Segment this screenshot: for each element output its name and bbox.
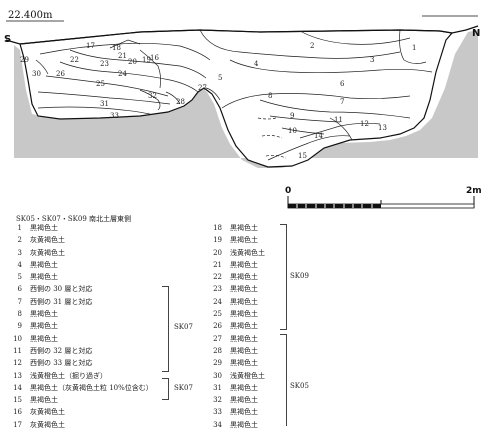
layer-label: 8 (268, 92, 272, 100)
layer-number-labels: 1 2 3 4 5 6 7 8 9 10 11 12 13 14 15 16 1… (20, 42, 416, 160)
layer-label: 13 (378, 124, 387, 132)
layer-label: 11 (334, 116, 343, 124)
layer-label: 26 (56, 70, 65, 78)
layer-label: 28 (176, 98, 185, 106)
layer-label: 6 (340, 80, 345, 88)
layer-label: 19 (142, 56, 151, 64)
layer-label: 18 (112, 44, 121, 52)
legend-title: SK05・SK07・SK09 南北土層東側 (16, 215, 132, 223)
layer-label: 9 (290, 112, 294, 120)
layer-label: 17 (86, 42, 95, 50)
scale-bar: 0 2m (285, 186, 482, 209)
layer-label: 4 (254, 60, 259, 68)
layer-label: 1 (412, 44, 416, 52)
layer-boundaries (35, 29, 433, 161)
layer-label: 7 (340, 98, 344, 106)
layer-label: 29 (20, 56, 29, 64)
layer-label: 14 (314, 132, 323, 140)
layer-label: 33 (110, 112, 119, 120)
north-label: N (472, 28, 480, 39)
layer-label: 5 (218, 74, 222, 82)
layer-label: 12 (360, 120, 369, 128)
sk05-label: SK05 (290, 382, 309, 390)
layer-label: 10 (288, 127, 297, 135)
layer-label: 2 (310, 42, 314, 50)
layer-label: 31 (100, 100, 109, 108)
uncertain-boundaries (257, 117, 287, 159)
layer-label: 15 (298, 152, 307, 160)
sk07-bracket-lower (162, 378, 169, 400)
background-fill (14, 30, 478, 168)
layer-label: 23 (100, 60, 109, 68)
scale-max-label: 2m (466, 186, 482, 196)
sk09-label: SK09 (290, 272, 309, 280)
sk07-bracket-upper (162, 286, 169, 372)
layer-label: 24 (118, 70, 127, 78)
layer-label: 3 (370, 56, 374, 64)
layer-label: 27 (198, 84, 207, 92)
layer-label: 21 (118, 52, 127, 60)
sk09-bracket (280, 224, 287, 330)
elevation-label: 22.400m (8, 10, 53, 21)
layer-label: 20 (128, 58, 137, 66)
sk07-label-upper: SK07 (174, 323, 193, 331)
layer-label: 30 (32, 70, 41, 78)
sk05-bracket (280, 334, 287, 426)
layer-label: 16 (150, 54, 159, 62)
layer-label: 22 (70, 56, 79, 64)
ground-surface (5, 25, 479, 45)
layer-label: 25 (96, 80, 105, 88)
sk07-label-lower: SK07 (174, 384, 193, 392)
south-label: S (4, 34, 11, 45)
layer-label: 32 (148, 92, 157, 100)
scale-zero-label: 0 (285, 186, 291, 196)
